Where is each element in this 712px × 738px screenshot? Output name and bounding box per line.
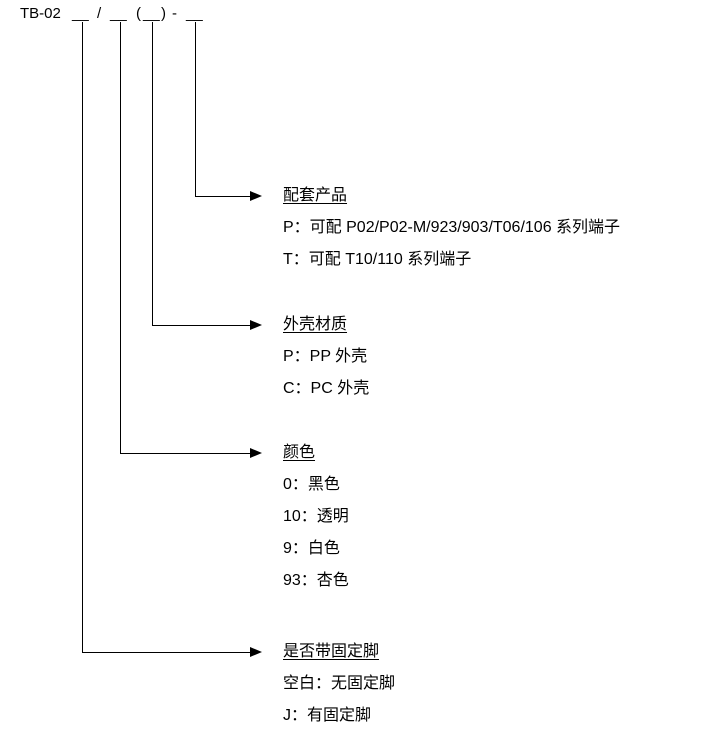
part-number-dash: - [172,5,177,22]
leader-vline-shell [152,22,153,325]
arrowhead-color-icon [250,448,262,458]
section-title: 配套产品 [283,187,348,204]
leader-hline-shell [152,325,250,326]
leader-hline-fixfoot [82,652,250,653]
section-matching-product: 配套产品 P：可配 P02/P02-M/923/903/T06/106 系列端子… [283,180,620,276]
section-item: C：PC 外壳 [283,380,370,397]
section-item: P：可配 P02/P02-M/923/903/T06/106 系列端子 [283,219,621,236]
part-number-prefix: TB-02 [20,5,61,22]
part-number-open-paren: ( [136,5,141,22]
part-number-close-paren: ) [161,5,166,22]
section-item: J：有固定脚 [283,707,372,724]
arrowhead-shell-icon [250,320,262,330]
leader-hline-product [195,196,250,197]
leader-hline-color [120,453,250,454]
section-title: 是否带固定脚 [283,643,380,660]
section-item: 空白：无固定脚 [283,675,396,692]
leader-vline-product [195,22,196,196]
leader-vline-color [120,22,121,453]
section-item: 0：黑色 [283,476,340,493]
section-fixing-foot: 是否带固定脚 空白：无固定脚 J：有固定脚 [283,636,395,732]
part-number-blank-product: __ [186,5,203,22]
part-number-blank-color: __ [110,5,127,22]
section-item: T：可配 T10/110 系列端子 [283,251,472,268]
arrowhead-product-icon [250,191,262,201]
section-item: 93：杏色 [283,572,349,589]
section-item: 9：白色 [283,540,340,557]
section-item: 10：透明 [283,508,349,525]
part-number-blank-fixfoot: __ [72,5,89,22]
section-color: 颜色 0：黑色 10：透明 9：白色 93：杏色 [283,437,349,597]
section-title: 外壳材质 [283,316,348,333]
part-number-slash: / [97,5,102,22]
arrowhead-fixfoot-icon [250,647,262,657]
leader-vline-fixfoot [82,22,83,652]
section-title: 颜色 [283,444,316,461]
section-shell-material: 外壳材质 P：PP 外壳 C：PC 外壳 [283,309,369,405]
part-number-blank-shell: __ [143,5,160,22]
section-item: P：PP 外壳 [283,348,368,365]
